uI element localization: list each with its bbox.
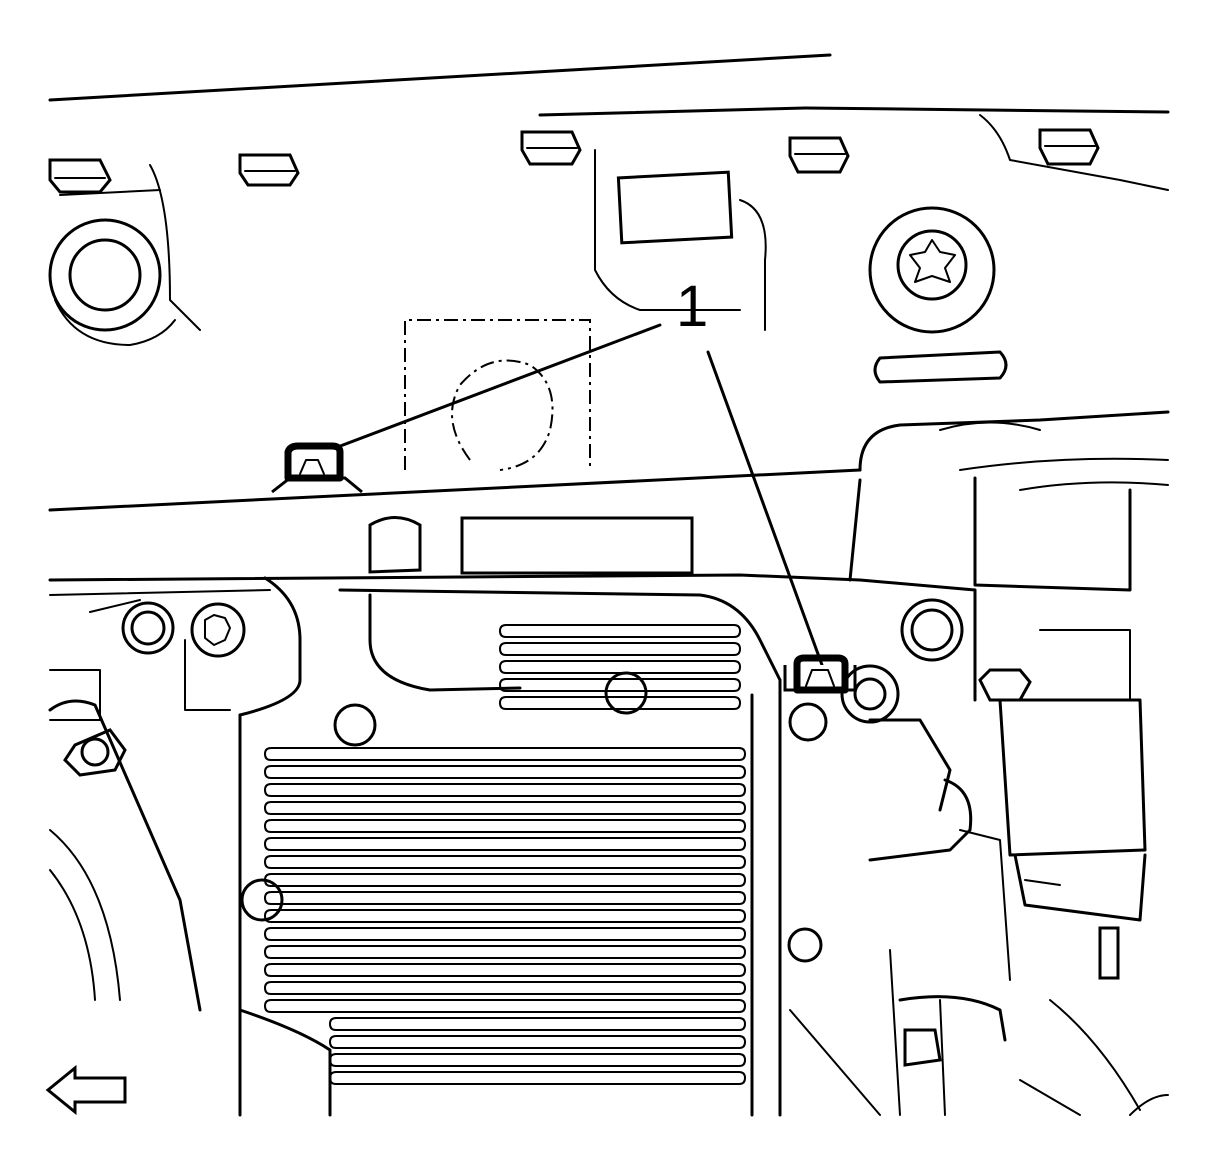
pan-rib (264, 873, 746, 887)
highlighted-bolt-left (271, 442, 363, 494)
pan-rib (264, 783, 746, 797)
pan-rib (499, 696, 741, 710)
callout-leaders (333, 323, 824, 667)
hex-bolt (520, 130, 582, 166)
pan-rib (499, 678, 741, 692)
hex-bolt (238, 153, 300, 187)
oil-pan-frame (48, 516, 862, 717)
top-flange-bolts (48, 128, 1100, 194)
pan-rib (329, 1071, 746, 1085)
hex-bolt (1038, 128, 1100, 166)
pan-rib (264, 855, 746, 869)
engine-block-upper (48, 53, 1170, 512)
pan-rib (499, 660, 741, 674)
pan-rib (264, 909, 746, 923)
pan-rib (499, 642, 741, 656)
right-components (848, 410, 1170, 1116)
oil-pan-ribs (264, 624, 746, 1085)
callout-label-1: 1 (676, 274, 709, 339)
hex-bolt (48, 158, 112, 194)
pan-rib (264, 981, 746, 995)
pan-rib (499, 624, 741, 638)
pan-rib (264, 747, 746, 761)
oil-pan-body (238, 678, 881, 1117)
left-boss (48, 218, 176, 346)
pan-rib (329, 1017, 746, 1031)
pan-rib (329, 1053, 746, 1067)
left-arrow-icon (45, 1064, 127, 1116)
pan-rib (264, 819, 746, 833)
pan-bosses (121, 598, 964, 963)
pan-rib (264, 945, 746, 959)
pan-rib (264, 999, 746, 1013)
hex-bolt (788, 136, 850, 174)
torx-bolt (868, 206, 996, 334)
pan-rib (329, 1035, 746, 1049)
flywheel-housing (48, 639, 231, 1012)
highlighted-bolt-right (783, 654, 857, 694)
pan-rib (264, 801, 746, 815)
pan-rib (264, 765, 746, 779)
pan-rib (264, 837, 746, 851)
pan-rib (264, 927, 746, 941)
pan-rib (264, 963, 746, 977)
pan-rib (264, 891, 746, 905)
